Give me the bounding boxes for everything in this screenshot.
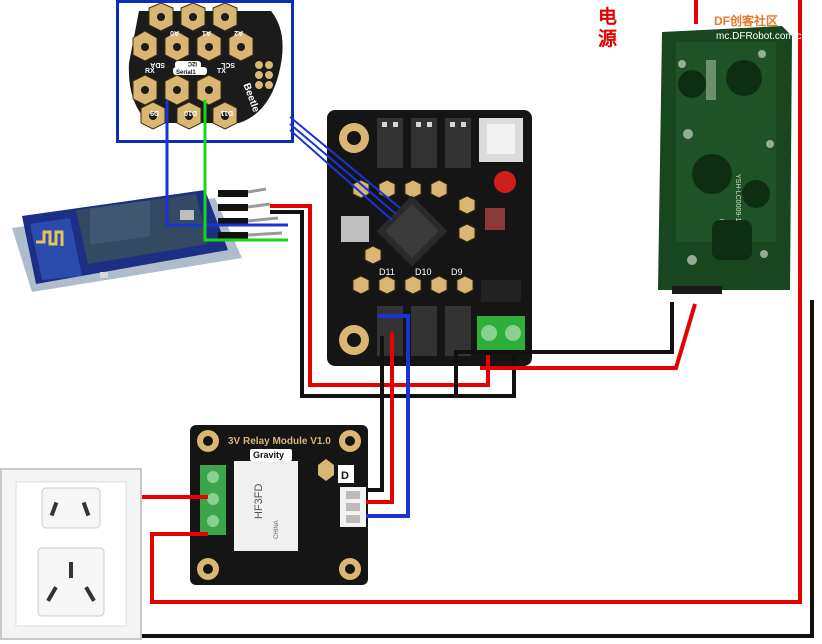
beetle-pin-d11: D11 [220, 109, 233, 116]
relay-title: 3V Relay Module V1.0 [228, 436, 331, 447]
bluetooth-module-icon [12, 187, 283, 292]
power-supply-board: YSH-LC0009-1 [652, 24, 794, 296]
beetle-pin-a1: A1 [202, 29, 211, 36]
io-shield-board: D11 D10 D9 [327, 110, 532, 366]
relay-gravity: Gravity [253, 450, 284, 460]
wall-socket-icon [0, 468, 142, 640]
relay-origin: CHINA [274, 520, 280, 539]
shield-pin-d10: D10 [415, 267, 432, 277]
bluetooth-module [10, 180, 290, 305]
beetle-pin-sda: SDA [150, 61, 165, 68]
beetle-pin-d9: D9 [150, 109, 159, 116]
watermark-brand: DF创客社区 [714, 14, 778, 28]
beetle-pin-tx: TX [217, 68, 226, 75]
beetle-serial-label: Serial1 [176, 70, 196, 76]
beetle-i2c-label: I2C [187, 60, 197, 66]
svg-text:D: D [341, 470, 349, 482]
shield-pin-d11: D11 [379, 267, 395, 277]
relay-module: 3V Relay Module V1.0 Gravity HF3FD CHINA… [190, 425, 368, 585]
relay-module-icon: 3V Relay Module V1.0 Gravity HF3FD CHINA… [190, 425, 368, 585]
beetle-pin-d10: D10 [184, 109, 197, 116]
beetle-pin-a2: A2 [234, 29, 243, 36]
beetle-board-icon: A0 A1 A2 SDA SCL I2C RX TX Serial1 D9 D1… [128, 2, 283, 130]
svg-text:YSH-LC0009-1: YSH-LC0009-1 [734, 174, 741, 222]
beetle-pin-a0: A0 [170, 29, 179, 36]
relay-model: HF3FD [253, 484, 265, 520]
beetle-pin-rx: RX [145, 68, 155, 75]
wall-socket [0, 468, 142, 640]
watermark-site: mc.DFRobot.com.cn [716, 31, 808, 42]
io-shield-icon: D11 D10 D9 [327, 110, 532, 366]
beetle-pin-scl: SCL [220, 61, 235, 68]
power-label: 电源 [598, 6, 618, 50]
shield-pin-d9: D9 [451, 267, 463, 277]
beetle-board: A0 A1 A2 SDA SCL I2C RX TX Serial1 D9 D1… [116, 0, 294, 143]
power-supply-icon: YSH-LC0009-1 [658, 26, 792, 294]
